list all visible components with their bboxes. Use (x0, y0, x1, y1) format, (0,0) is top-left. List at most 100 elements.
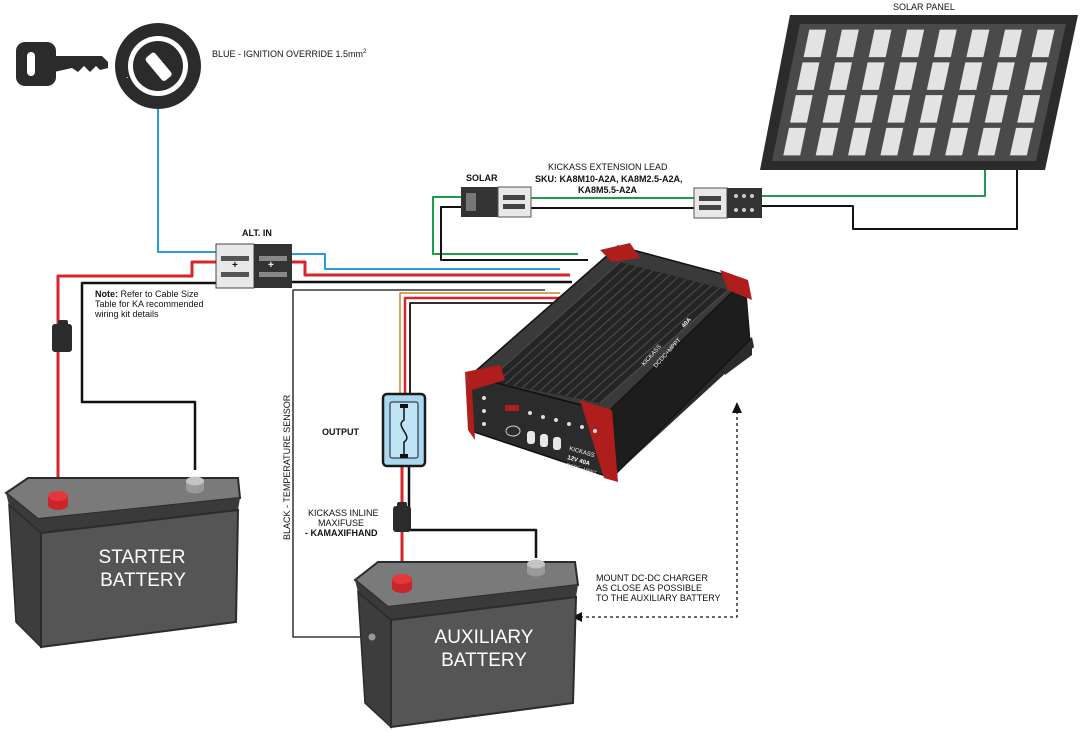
solar-positive-wire (432, 196, 578, 255)
mount-note-line3: TO THE AUXILIARY BATTERY (596, 593, 721, 603)
solar-cell (880, 127, 904, 156)
heatsink-fin (496, 263, 629, 384)
solar-label: SOLAR (466, 173, 498, 183)
heatsink-fin (530, 272, 662, 390)
aux-inline-fuse (393, 502, 411, 532)
starter-negative-wire (80, 281, 216, 470)
mount-note-line1: MOUNT DC-DC CHARGER (596, 573, 708, 583)
charger-status-leds (482, 396, 597, 433)
heatsink-fin (547, 276, 679, 394)
heatsink-fin (573, 283, 704, 399)
heatsink-fin (504, 265, 638, 385)
fuse-symbol-icon (400, 404, 408, 458)
solar-cell (977, 127, 1001, 156)
heatsink-fin (513, 268, 646, 387)
solar-cell (966, 29, 990, 58)
solar-cell (861, 62, 885, 90)
mount-note-line2: AS CLOSE AS POSSIBLE (596, 583, 702, 593)
solar-cell (803, 29, 827, 58)
cable-size-note: Note: Refer to Cable Size (95, 289, 199, 299)
solar-cell (854, 95, 878, 123)
solar-cell (959, 62, 983, 90)
solar-cell (926, 62, 950, 90)
solar-cell (796, 62, 820, 90)
starter-battery-label-line1: STARTER (99, 547, 186, 568)
starter-battery (4, 476, 242, 649)
heatsink-fin (522, 270, 654, 389)
solar-cell (822, 95, 846, 123)
heatsink-fin (556, 278, 687, 395)
aux-battery-label-line2: BATTERY (441, 650, 527, 671)
aux-battery-label-line1: AUXILIARY (435, 627, 534, 648)
output-positive-wire (403, 296, 562, 395)
fuse-label-line1: KICKASS INLINE (308, 508, 379, 518)
fuse-label-line2: MAXIFUSE (318, 518, 364, 528)
solar-cell (1009, 127, 1033, 156)
solar-cell (868, 29, 892, 58)
cable-size-note-line3: wiring kit details (94, 309, 159, 319)
solar-cell (815, 127, 839, 156)
temperature-sensor-label: BLACK - TEMPERATURE SENSOR (282, 394, 292, 540)
mount-arrowhead-left (572, 612, 582, 622)
svg-text:+: + (268, 260, 274, 271)
solar-cell (1031, 29, 1055, 58)
solar-cell (790, 95, 813, 123)
solar-panel-cells (783, 29, 1055, 156)
panel-negative-wire (762, 170, 1018, 230)
solar-cell (894, 62, 918, 90)
solar-cell (984, 95, 1008, 123)
output-fuse (381, 392, 427, 468)
alt-in-anderson-connector: + + (215, 243, 292, 289)
solar-cell (1017, 95, 1041, 123)
solar-cell (901, 29, 925, 58)
solar-panel-label: SOLAR PANEL (893, 2, 955, 12)
svg-text:.: . (126, 70, 129, 80)
extension-anderson-connector (693, 187, 762, 219)
extension-lead-sku-2: KA8M5.5-A2A (578, 185, 638, 195)
extension-lead-sku-1: SKU: KA8M10-A2A, KA8M2.5-A2A, (535, 174, 683, 184)
output-temp-wire (399, 292, 560, 395)
solar-cell (952, 95, 976, 123)
heatsink-fins (487, 261, 729, 404)
heatsink-fin (539, 274, 671, 392)
dcdc-charger: KICKASS 12V 40A DCDC+MPPT KICKASS DCDC+M… (465, 243, 754, 482)
solar-cell (919, 95, 943, 123)
svg-text:+: + (232, 260, 238, 271)
solar-cell (848, 127, 871, 156)
ignition-switch-icon: . (115, 23, 201, 109)
solar-cell (887, 95, 911, 123)
solar-negative-wire (440, 206, 588, 261)
starter-inline-fuse (52, 320, 72, 352)
solar-cell (912, 127, 936, 156)
solar-cell (836, 29, 859, 58)
solar-cell (999, 29, 1022, 58)
solar-cell (783, 127, 806, 156)
extension-lead-title: KICKASS EXTENSION LEAD (548, 162, 668, 172)
key-icon (16, 42, 108, 86)
aux-negative-wire (407, 464, 538, 558)
heatsink-fin (487, 261, 621, 382)
heatsink-fin (565, 280, 696, 397)
charger-buttons (505, 425, 561, 450)
alt-positive-to-charger-wire (292, 260, 570, 277)
heatsink-fin (590, 287, 721, 402)
heatsink-fin (582, 285, 712, 401)
starter-battery-label-line2: BATTERY (100, 570, 186, 591)
mount-arrowhead-up (732, 402, 742, 413)
solar-anderson-connector (461, 186, 532, 218)
aux-temp-sensor-point (368, 633, 376, 641)
output-negative-wire (409, 302, 564, 395)
heatsink-fin (599, 289, 729, 404)
alt-in-label: ALT. IN (242, 228, 272, 238)
solar-cell (945, 127, 969, 156)
mount-indicator-arrow (580, 410, 738, 618)
solar-cell (933, 29, 957, 58)
cable-size-note-line2: Table for KA recommended (95, 299, 204, 309)
ignition-override-label: BLUE - IGNITION OVERRIDE 1.5mm2 (212, 49, 367, 59)
solar-cell (991, 62, 1015, 90)
panel-positive-wire (762, 170, 986, 197)
solar-panel (760, 15, 1078, 170)
ignition-to-charger-wire (292, 253, 560, 270)
fuse-label-line3: - KAMAXIFHAND (305, 528, 378, 538)
